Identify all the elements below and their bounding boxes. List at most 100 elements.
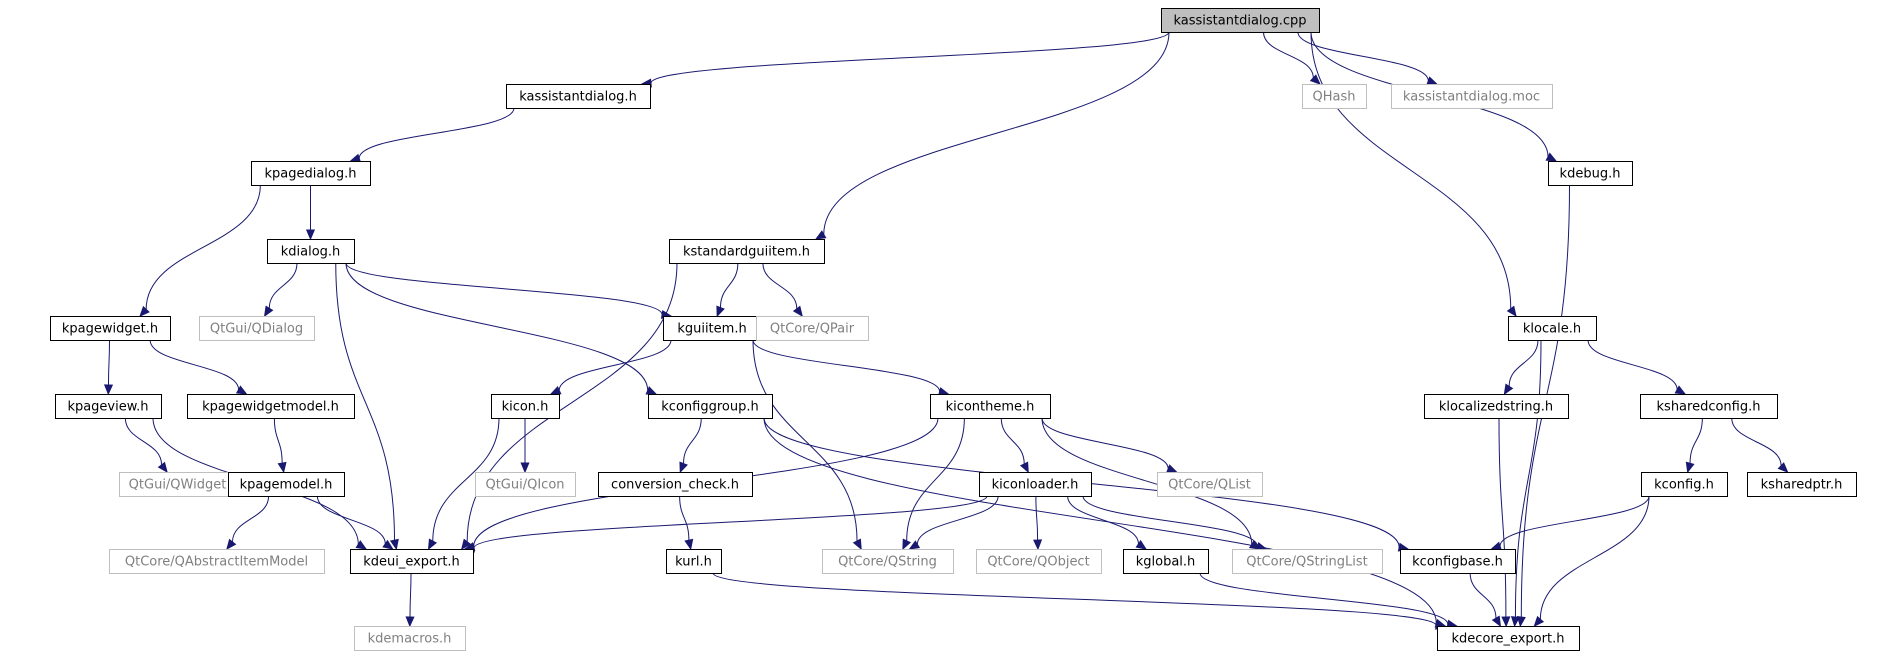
- edge-line: [1297, 31, 1429, 81]
- node-label: kdemacros.h: [368, 632, 452, 647]
- edge-line: [409, 572, 412, 618]
- node-kconfiggroup-h[interactable]: kconfiggroup.h: [648, 394, 773, 419]
- dependency-edge: [1310, 31, 1517, 318]
- edge-arrowhead: [520, 462, 530, 474]
- dependency-edge: [752, 339, 950, 396]
- node-kdeui-export-h[interactable]: kdeui_export.h: [350, 549, 474, 574]
- node-kicon-h[interactable]: kicon.h: [491, 394, 560, 419]
- node-box: [1123, 549, 1209, 574]
- node-box: [976, 549, 1102, 574]
- node-kdialog-h[interactable]: kdialog.h: [267, 239, 355, 264]
- edge-arrowhead: [263, 305, 274, 318]
- node-ksharedconfig-h[interactable]: ksharedconfig.h: [1640, 394, 1778, 419]
- edge-line: [1499, 495, 1650, 547]
- node-kpageview-h[interactable]: kpageview.h: [55, 394, 162, 419]
- edge-line: [358, 107, 515, 159]
- edge-arrowhead: [1506, 305, 1517, 318]
- node-box: [598, 472, 753, 497]
- edge-line: [1199, 572, 1449, 625]
- node-ksharedptr-h[interactable]: ksharedptr.h: [1747, 472, 1857, 497]
- node-label: kconfigbase.h: [1412, 555, 1503, 570]
- node-klocale-h[interactable]: klocale.h: [1508, 316, 1597, 341]
- node-qhash: QHash: [1302, 84, 1367, 109]
- node-box: [1508, 316, 1597, 341]
- node-label: conversion_check.h: [611, 478, 739, 493]
- edge-line: [108, 339, 110, 386]
- node-kpagemodel-h[interactable]: kpagemodel.h: [228, 472, 345, 497]
- edge-line: [650, 31, 1170, 84]
- edge-line: [231, 495, 270, 542]
- node-kpagewidgetmodel-h[interactable]: kpagewidgetmodel.h: [187, 394, 355, 419]
- edge-line: [1041, 417, 1253, 545]
- edge-line: [1263, 31, 1314, 78]
- edge-arrowhead: [1490, 541, 1502, 551]
- node-label: kdeui_export.h: [363, 555, 460, 570]
- edge-line: [149, 339, 240, 390]
- node-kdecore-export-h[interactable]: kdecore_export.h: [1437, 626, 1580, 651]
- edge-arrowhead: [139, 305, 150, 317]
- node-kpagewidget-h[interactable]: kpagewidget.h: [50, 316, 171, 341]
- edge-line: [268, 262, 298, 309]
- node-kconfigbase-h[interactable]: kconfigbase.h: [1400, 549, 1516, 574]
- node-qtcore-qstring: QtCore/QString: [822, 549, 954, 574]
- node-kglobal-h[interactable]: kglobal.h: [1123, 549, 1209, 574]
- dependency-edge: [149, 339, 248, 395]
- node-label: klocalizedstring.h: [1439, 400, 1553, 415]
- node-box: [669, 239, 825, 264]
- node-label: kdialog.h: [281, 245, 341, 260]
- edge-line: [1498, 417, 1507, 618]
- edge-line: [1000, 417, 1025, 464]
- node-kconfig-h[interactable]: kconfig.h: [1641, 472, 1728, 497]
- node-kassistantdialog-cpp[interactable]: kassistantdialog.cpp: [1161, 8, 1320, 33]
- node-kicontheme-h[interactable]: kicontheme.h: [930, 394, 1051, 419]
- node-label: QtCore/QAbstractItemModel: [125, 555, 308, 570]
- edge-arrowhead: [908, 540, 921, 550]
- edge-line: [145, 184, 261, 310]
- edge-arrowhead: [1545, 152, 1558, 162]
- node-kurl-h[interactable]: kurl.h: [666, 549, 722, 574]
- edge-arrowhead: [679, 461, 688, 474]
- dependency-edge: [316, 495, 394, 550]
- node-kassistantdialog-h[interactable]: kassistantdialog.h: [506, 84, 651, 109]
- node-kstandardguiitem-h[interactable]: kstandardguiitem.h: [669, 239, 825, 264]
- node-kguiitem-h[interactable]: kguiitem.h: [663, 316, 762, 341]
- node-label: kdebug.h: [1560, 167, 1621, 182]
- node-box: [1747, 472, 1857, 497]
- node-box: [979, 472, 1092, 497]
- node-kiconloader-h[interactable]: kiconloader.h: [979, 472, 1092, 497]
- edge-arrowhead: [355, 540, 368, 550]
- node-kdebug-h[interactable]: kdebug.h: [1548, 161, 1633, 186]
- dependency-edge: [679, 417, 702, 474]
- node-conversion-check-h[interactable]: conversion_check.h: [598, 472, 753, 497]
- node-label: kguiitem.h: [677, 322, 746, 337]
- edge-arrowhead: [382, 539, 394, 550]
- edge-arrowhead: [405, 616, 415, 628]
- edge-line: [906, 417, 965, 541]
- dependency-edge: [1082, 495, 1268, 551]
- node-qtgui-qdialog: QtGui/QDialog: [199, 316, 315, 341]
- edge-arrowhead: [389, 538, 399, 551]
- dependency-edge: [1503, 339, 1539, 396]
- node-box: [199, 316, 315, 341]
- node-qtcore-qstringlist: QtCore/QStringList: [1232, 549, 1383, 574]
- node-label: kpageview.h: [67, 400, 148, 415]
- node-box: [1161, 8, 1320, 33]
- edge-line: [316, 495, 386, 544]
- dependency-edge: [716, 262, 739, 318]
- node-label: kconfig.h: [1654, 478, 1714, 493]
- edge-arrowhead: [684, 538, 694, 551]
- node-qtcore-qobject: QtCore/QObject: [976, 549, 1102, 574]
- node-label: kpagewidgetmodel.h: [202, 400, 339, 415]
- node-klocalizedstring-h[interactable]: klocalizedstring.h: [1424, 394, 1569, 419]
- dependency-edge: [679, 495, 694, 551]
- dependency-edge: [814, 31, 1170, 240]
- edge-line: [1035, 495, 1039, 541]
- node-label: kconfiggroup.h: [661, 400, 758, 415]
- edge-arrowhead: [549, 385, 562, 395]
- dependency-edge: [712, 572, 1447, 630]
- node-kpagedialog-h[interactable]: kpagedialog.h: [251, 161, 371, 186]
- edge-arrowhead: [277, 461, 287, 474]
- edge-arrowhead: [460, 538, 472, 551]
- edge-line: [1469, 572, 1497, 619]
